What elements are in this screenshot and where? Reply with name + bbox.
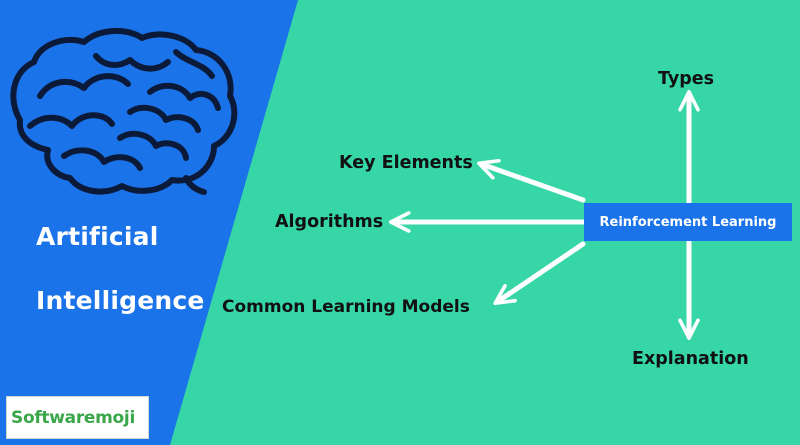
diagram-arrows — [388, 89, 700, 341]
softwaremoji-logo: Softwaremoji — [6, 396, 149, 439]
brain-icon — [10, 27, 238, 195]
title-intelligence: Intelligence — [36, 286, 205, 315]
title-artificial: Artificial — [36, 222, 159, 251]
arrow-to-common-models — [493, 241, 586, 306]
node-algorithms: Algorithms — [275, 212, 384, 232]
node-key-elements: Key Elements — [339, 153, 473, 173]
center-node-reinforcement-learning: Reinforcement Learning — [584, 203, 792, 241]
arrow-to-key-elements — [477, 158, 586, 203]
node-explanation: Explanation — [632, 349, 749, 369]
node-common-learning-models: Common Learning Models — [222, 297, 470, 317]
logo-text: Softwaremoji — [11, 407, 135, 428]
node-types: Types — [658, 69, 715, 89]
